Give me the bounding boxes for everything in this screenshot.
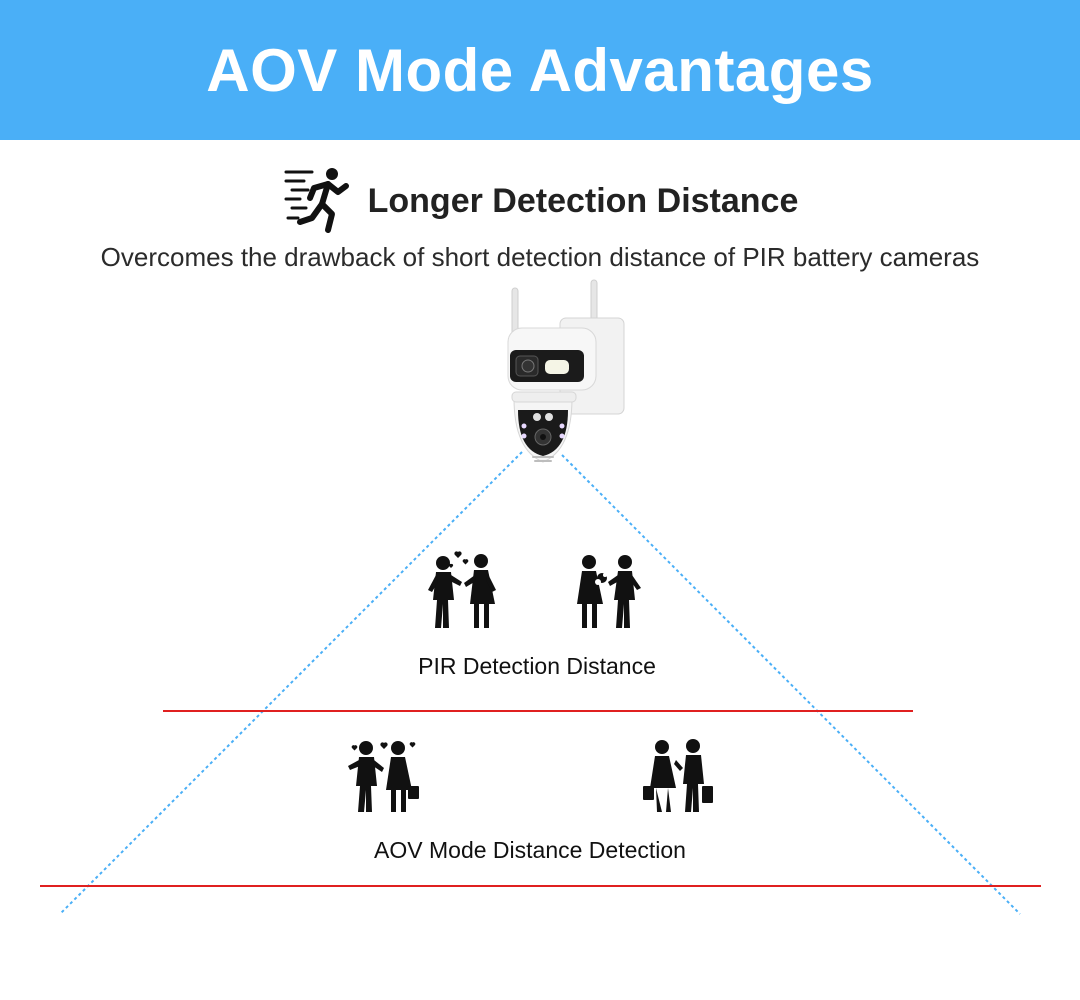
couple-shopping-figure: [643, 739, 713, 812]
camera-icon: [507, 279, 625, 463]
feature-title: Longer Detection Distance: [367, 181, 799, 220]
fov-left-line: [59, 451, 523, 915]
feature-heading: Longer Detection Distance: [0, 165, 1080, 237]
couple-hearts-figure-1: [428, 551, 496, 628]
page-title: AOV Mode Advantages: [206, 36, 874, 104]
couple-flowers-figure: [577, 555, 641, 628]
couple-hearts-figure-2: [348, 741, 419, 812]
header-banner: AOV Mode Advantages: [0, 0, 1080, 140]
feature-description: Overcomes the drawback of short detectio…: [100, 242, 980, 272]
aov-distance-label: AOV Mode Distance Detection: [374, 837, 686, 863]
running-person-icon: [284, 168, 349, 233]
pir-distance-label: PIR Detection Distance: [418, 653, 656, 679]
fov-right-line: [561, 454, 1021, 915]
